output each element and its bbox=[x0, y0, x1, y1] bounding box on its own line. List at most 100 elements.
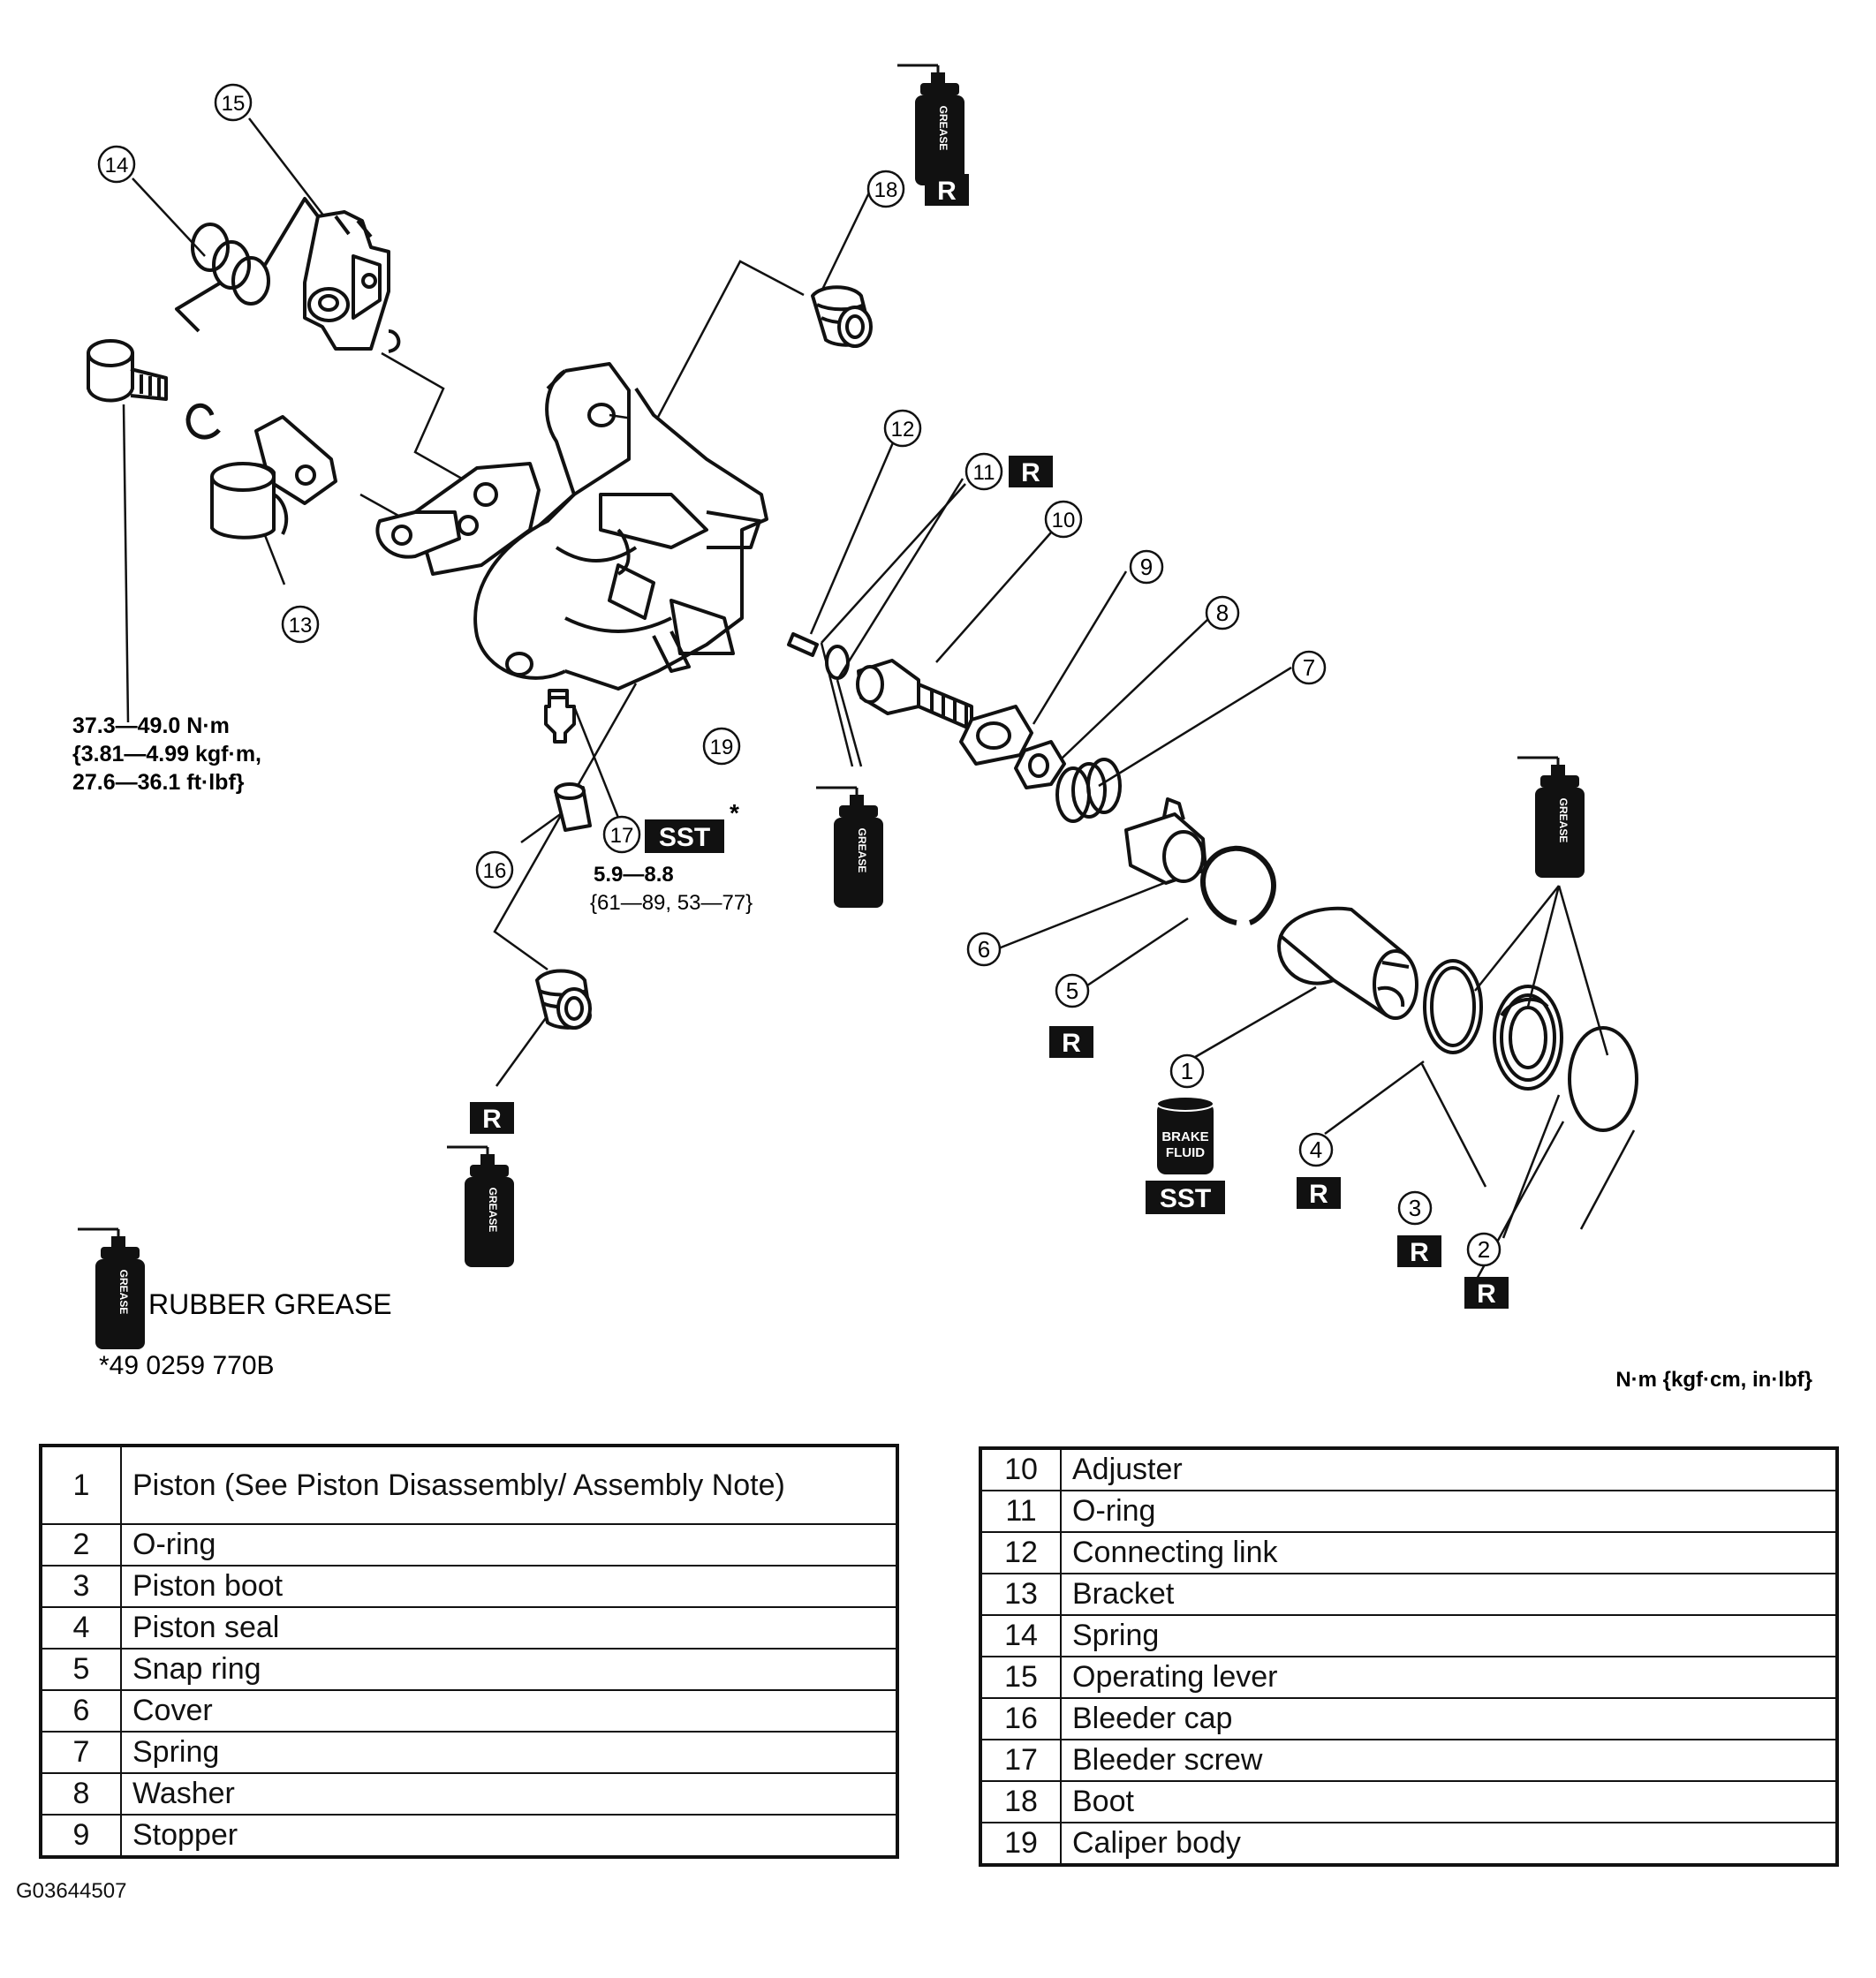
svg-text:7: 7 bbox=[1303, 654, 1315, 681]
part-number: 9 bbox=[40, 1814, 122, 1858]
grease-can-label: GREASE bbox=[1557, 798, 1570, 843]
part-name: Caliper body bbox=[1060, 1822, 1838, 1866]
operating-lever-drawing bbox=[303, 210, 541, 576]
svg-text:R: R bbox=[937, 177, 957, 206]
part-name: Spring bbox=[1060, 1614, 1838, 1657]
piston-drawing bbox=[1277, 906, 1418, 1020]
part-number: 8 bbox=[40, 1772, 122, 1816]
svg-text:19: 19 bbox=[710, 736, 734, 759]
brake-fluid-label: FLUID bbox=[1166, 1145, 1205, 1160]
callout-11: 11 bbox=[964, 452, 1003, 491]
figure-code: G03644507 bbox=[16, 1879, 127, 1903]
part-number: 13 bbox=[980, 1573, 1062, 1616]
svg-text:{61—89, 53—77}: {61—89, 53—77} bbox=[590, 891, 753, 915]
callout-1: 1 bbox=[1169, 1053, 1205, 1089]
exploded-caliper-diagram: GREASE GREASE GREASE GREASE GREASE BRAKE… bbox=[72, 64, 1812, 1392]
part-name: O-ring bbox=[1060, 1490, 1838, 1533]
callout-3: 3 bbox=[1397, 1190, 1433, 1226]
torque-bolt-spec: 37.3—49.0 N·m {3.81—4.99 kgf·m, 27.6—36.… bbox=[72, 713, 261, 795]
replace-badge: R bbox=[1297, 1177, 1341, 1209]
sst-badge: SST bbox=[1146, 1181, 1225, 1214]
svg-text:16: 16 bbox=[483, 859, 507, 883]
grease-can-label: GREASE bbox=[487, 1188, 499, 1233]
svg-text:SST: SST bbox=[659, 823, 710, 852]
svg-text:R: R bbox=[1021, 458, 1040, 487]
part-name: Bleeder cap bbox=[1060, 1697, 1838, 1740]
svg-text:R: R bbox=[1062, 1029, 1081, 1058]
svg-text:5.9—8.8: 5.9—8.8 bbox=[594, 863, 674, 887]
part-name: O-ring bbox=[120, 1523, 898, 1567]
svg-text:15: 15 bbox=[222, 92, 246, 116]
callout-8: 8 bbox=[1205, 595, 1240, 630]
svg-text:9: 9 bbox=[1140, 554, 1153, 580]
piston-boot-drawing bbox=[1493, 985, 1563, 1091]
part-name: Piston boot bbox=[120, 1565, 898, 1608]
part-name: Operating lever bbox=[1060, 1656, 1838, 1699]
part-name: Spring bbox=[120, 1731, 898, 1774]
spring-7-drawing bbox=[1055, 758, 1122, 823]
part-number: 6 bbox=[40, 1689, 122, 1733]
part-number: 15 bbox=[980, 1656, 1062, 1699]
callout-19: 19 bbox=[702, 727, 741, 766]
part-name: Piston seal bbox=[120, 1606, 898, 1650]
grease-can-icon: GREASE bbox=[896, 64, 966, 187]
replace-badge: R bbox=[1397, 1235, 1441, 1267]
part-name: Bleeder screw bbox=[1060, 1739, 1838, 1782]
legend-rubber-grease: RUBBER GREASE bbox=[148, 1288, 392, 1320]
svg-text:1: 1 bbox=[1181, 1058, 1193, 1084]
part-number: 10 bbox=[980, 1447, 1062, 1491]
replace-badge: R bbox=[470, 1102, 514, 1134]
svg-text:3: 3 bbox=[1409, 1195, 1421, 1221]
svg-text:R: R bbox=[1410, 1238, 1429, 1267]
part-number: 11 bbox=[980, 1490, 1062, 1533]
replace-badge: R bbox=[1464, 1277, 1509, 1309]
grease-can-label: GREASE bbox=[117, 1270, 130, 1315]
part-name: Washer bbox=[120, 1772, 898, 1816]
replace-badge: R bbox=[1009, 456, 1053, 487]
svg-text:14: 14 bbox=[105, 154, 129, 177]
callout-5: 5 bbox=[1055, 973, 1090, 1008]
spring-14-drawing bbox=[175, 197, 320, 333]
callout-7: 7 bbox=[1291, 650, 1327, 685]
grease-can-icon: GREASE bbox=[814, 786, 885, 910]
part-number: 19 bbox=[980, 1822, 1062, 1866]
callout-6: 6 bbox=[966, 932, 1002, 967]
svg-text:SST: SST bbox=[1160, 1184, 1211, 1213]
svg-text:4: 4 bbox=[1310, 1136, 1322, 1163]
adjuster-drawing bbox=[856, 659, 973, 731]
svg-text:17: 17 bbox=[610, 824, 634, 848]
bracket-13-drawing bbox=[210, 415, 337, 540]
callout-9: 9 bbox=[1129, 549, 1164, 585]
snap-ring-drawing bbox=[1199, 845, 1276, 925]
bolt-drawing bbox=[87, 339, 168, 403]
o-ring-2-drawing bbox=[1568, 1026, 1638, 1132]
svg-text:13: 13 bbox=[289, 614, 313, 638]
part-number: 5 bbox=[40, 1648, 122, 1691]
svg-text:27.6—36.1 ft·lbf}: 27.6—36.1 ft·lbf} bbox=[72, 770, 245, 795]
part-name: Cover bbox=[120, 1689, 898, 1733]
callouts: 1 2 3 4 5 6 7 8 9 10 11 12 13 14 15 16 1… bbox=[97, 83, 1502, 1267]
svg-text:18: 18 bbox=[874, 178, 898, 202]
bleeder-cap-drawing bbox=[554, 782, 592, 832]
svg-text:12: 12 bbox=[891, 418, 915, 442]
grease-can-label: GREASE bbox=[856, 828, 868, 873]
part-name: Connecting link bbox=[1060, 1531, 1838, 1574]
boot-lower-drawing bbox=[535, 969, 592, 1030]
part-drawings bbox=[87, 197, 1638, 1132]
callout-13: 13 bbox=[281, 605, 320, 644]
svg-text:R: R bbox=[482, 1105, 502, 1134]
replace-badge: R bbox=[1049, 1026, 1093, 1058]
